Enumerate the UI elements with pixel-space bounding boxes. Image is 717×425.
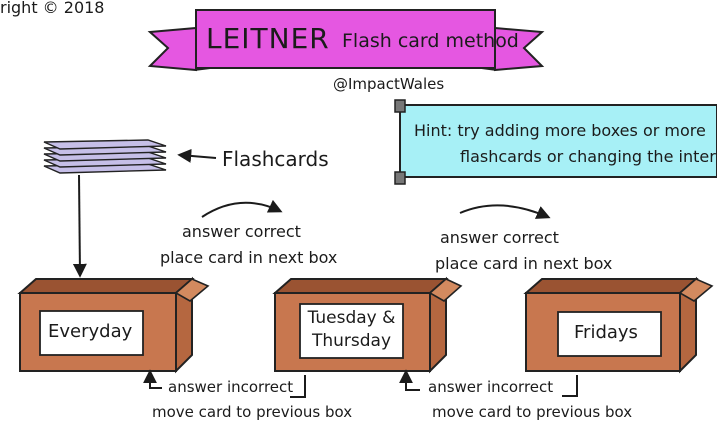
hint-line-2: flashcards or changing the intervals — [460, 147, 717, 166]
box-tuesday-line-1: Tuesday & — [307, 308, 396, 328]
flashcards-pointer-arrow — [177, 148, 217, 163]
banner-left-tail — [147, 26, 197, 72]
box-tuesday-line-2: Thursday — [311, 331, 392, 351]
banner-subtitle: Flash card method — [342, 30, 519, 52]
incorrect-1-line-2: move card to previous box — [152, 403, 353, 421]
box-fridays-label: Fridays — [574, 322, 638, 343]
copyright-text: right © 2018 — [0, 0, 105, 17]
correct-2-line-2: place card in next box — [435, 254, 613, 273]
incorrect-1-line-1: answer incorrect — [168, 378, 294, 396]
box-everyday — [17, 276, 210, 374]
title-banner — [147, 9, 545, 72]
incorrect-2-line-2: move card to previous box — [432, 403, 633, 421]
banner-ribbon — [195, 9, 496, 69]
correct-1-line-2: place card in next box — [160, 248, 338, 267]
correct-arrow-1 — [201, 199, 283, 218]
banner-title: LEITNER — [206, 22, 330, 55]
handle-text: @ImpactWales — [333, 75, 445, 93]
incorrect-arrow-1 — [143, 369, 306, 398]
box-fridays — [523, 276, 714, 374]
hint-panel — [394, 99, 717, 185]
incorrect-arrow-2 — [399, 369, 578, 397]
box-everyday-card — [39, 310, 144, 356]
box-tuesday-thursday — [272, 276, 463, 374]
box-fridays-card — [557, 311, 662, 357]
incorrect-2-line-1: answer incorrect — [428, 378, 554, 396]
correct-2-line-1: answer correct — [440, 228, 559, 247]
correct-1-line-1: answer correct — [182, 222, 301, 241]
hint-line-1: Hint: try adding more boxes or more — [414, 121, 706, 140]
flashcard-stack — [43, 139, 167, 174]
correct-arrow-2 — [459, 204, 551, 219]
stack-to-box-arrow — [72, 174, 87, 278]
flashcards-label: Flashcards — [222, 147, 329, 171]
box-everyday-label: Everyday — [48, 321, 133, 342]
box-tuesday-thursday-card — [299, 303, 404, 359]
